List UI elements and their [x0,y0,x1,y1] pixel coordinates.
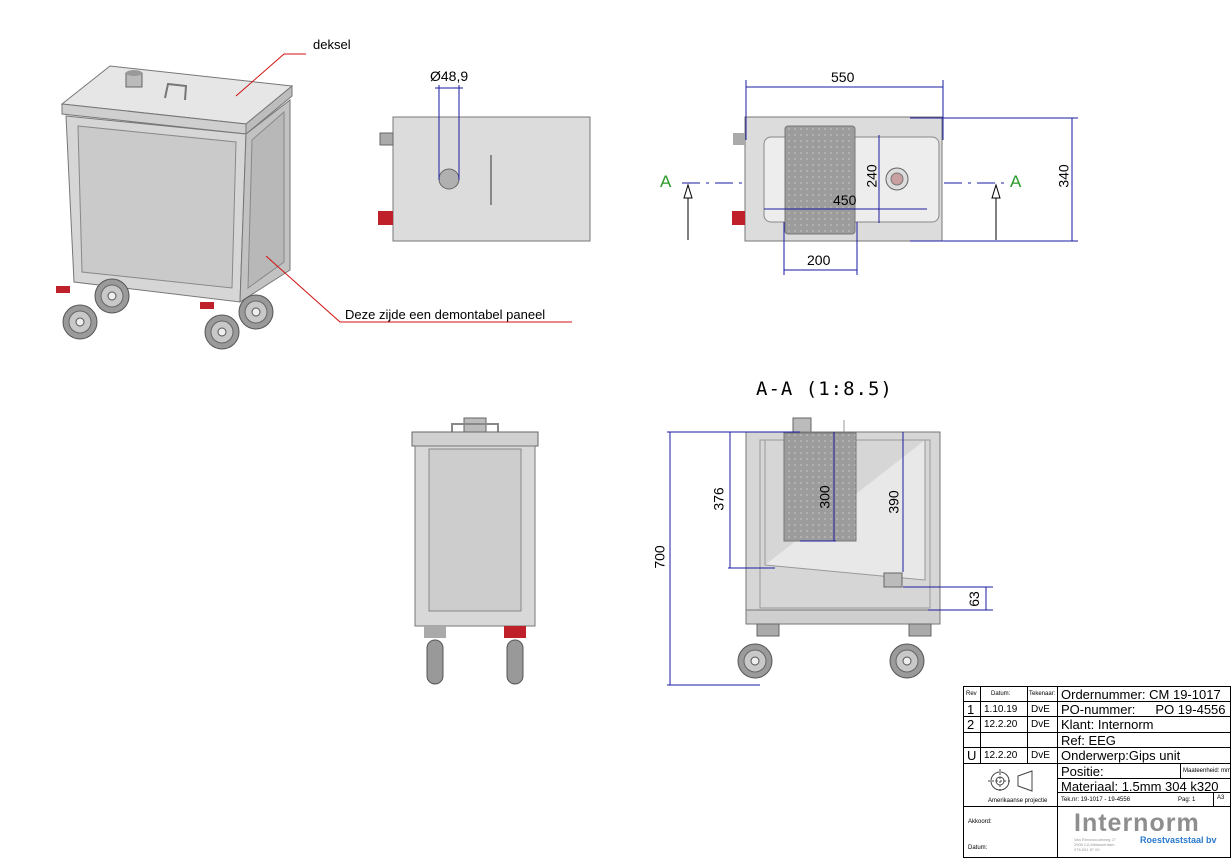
dim-450: 450 [833,192,857,208]
rev-drafter: DvE [1027,701,1058,717]
address-line: Van Renswoudeweg 27 [1074,837,1116,842]
rev-date [980,732,1028,748]
section-top-view [682,80,1078,275]
header-rev: Rev [963,686,981,702]
unit: Maateenheid: mm [1180,763,1231,779]
address-line: 078 691 87 00 [1074,847,1100,852]
page-number: Pag: 1 [1178,797,1196,803]
approval-cell: Akkoord: Datum: [963,806,1058,858]
rev-date: 12.2.20 [980,716,1028,733]
company-subtitle: Roestvaststaal bv [1140,835,1217,845]
drawing-number: Tek.nr: 19-1017 - 19-4556 Pag: 1 [1057,792,1214,807]
paper-size: A3 [1213,792,1231,807]
projection-label: Amerikaanse projectie [988,798,1048,804]
address-line: 2905 CA Alblasserdam [1074,842,1115,847]
dim-63: 63 [965,591,982,607]
section-marker-left: A [660,172,672,191]
position: Positie: [1057,763,1181,779]
po-number: PO-nummer: PO 19-4556 [1057,701,1231,717]
rev-date: 1.10.19 [980,701,1028,717]
rev-cell [963,732,981,748]
isometric-view [56,65,294,350]
dim-240: 240 [863,164,880,188]
reference: Ref: EEG [1057,732,1231,748]
rev-cell: 1 [963,701,981,717]
order-number: Ordernummer: CM 19-1017 [1057,686,1231,702]
rev-cell: 2 [963,716,981,733]
rev-date: 12.2.20 [980,747,1028,764]
date-sign-label: Datum: [968,845,988,851]
rev-drafter [1027,732,1058,748]
drawing-number-text: Tek.nr: 19-1017 - 19-4556 [1061,797,1131,803]
company-address: Van Renswoudeweg 27 2905 CA Alblasserdam… [1074,837,1116,852]
dim-550: 550 [831,69,855,85]
approved-label: Akkoord: [968,819,992,825]
dim-376: 376 [710,487,727,511]
section-title: A-A (1:8.5) [756,378,893,400]
dim-700: 700 [651,545,668,569]
projection-symbol-icon [988,769,1033,793]
subject: Onderwerp:Gips unit [1057,747,1231,764]
front-view [411,417,539,685]
header-drafter: Tekenaar: [1027,686,1058,702]
section-marker-right: A [1010,172,1022,191]
rev-cell: U [963,747,981,764]
dim-200: 200 [807,252,831,268]
po-label: PO-nummer: [1061,702,1136,717]
leader-lines [235,53,572,323]
rev-drafter: DvE [1027,747,1058,764]
top-view [378,85,591,242]
dim-300: 300 [816,485,833,509]
dim-pipe-diameter: Ø48,9 [430,68,469,84]
rev-drafter: DvE [1027,716,1058,733]
lid-label: deksel [313,37,351,52]
company-logo-cell: Internorm Roestvaststaal bv Van Renswoud… [1057,806,1231,858]
dim-390: 390 [885,490,902,514]
section-view [667,417,993,686]
po-value: PO 19-4556 [1155,702,1226,717]
material: Materiaal: 1.5mm 304 k320 [1057,778,1231,793]
projection-cell: Amerikaanse projectie [963,763,1058,807]
header-date: Datum: [980,686,1028,702]
dim-340: 340 [1055,164,1072,188]
panel-note: Deze zijde een demontabel paneel [345,307,546,322]
client: Klant: Internorm [1057,716,1231,733]
company-logo: Internorm [1074,809,1200,837]
